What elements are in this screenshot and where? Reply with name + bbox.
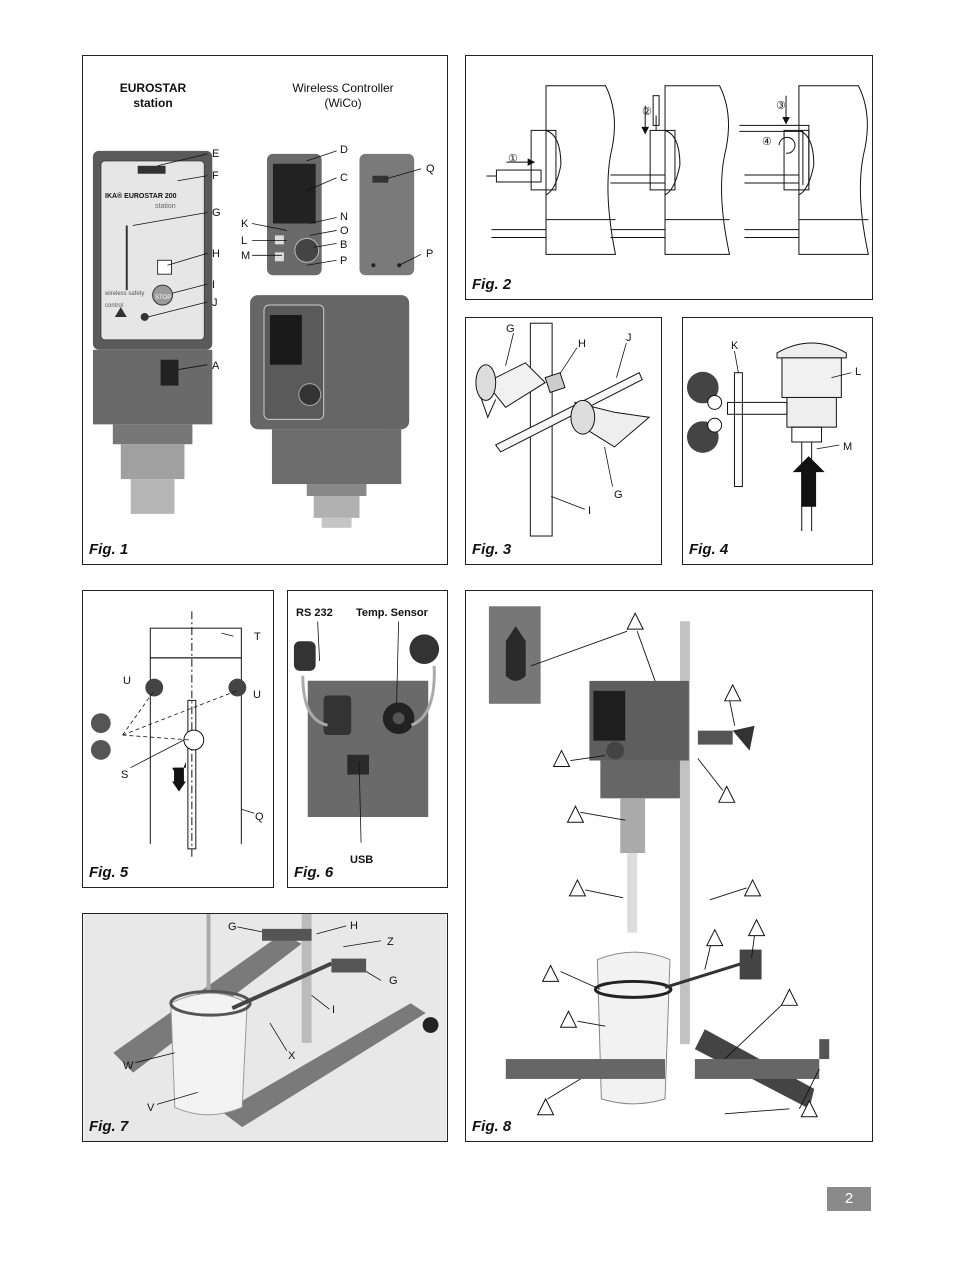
- callout-e: E: [212, 148, 220, 160]
- wico-title-line2: (WiCo): [324, 96, 362, 110]
- callout-q: Q: [426, 163, 435, 175]
- fig7-illustration: [83, 914, 447, 1141]
- callout-l: L: [241, 235, 248, 247]
- fig1-illustration: [92, 150, 422, 528]
- fig5-callout-s: S: [121, 769, 129, 781]
- callout-j: J: [212, 297, 218, 309]
- fig7-callout-i: I: [332, 1004, 336, 1016]
- callout-d: D: [340, 144, 348, 156]
- device-sub: station: [155, 203, 176, 210]
- station-title-line1: EUROSTAR: [119, 81, 187, 95]
- fig7-callout-g: G: [228, 921, 237, 933]
- fig4-callout-m: M: [843, 441, 853, 453]
- fig7-label: Fig. 7: [89, 1118, 129, 1135]
- fig4-callout-l: L: [855, 366, 862, 378]
- station-title: EUROSTAR station: [113, 81, 193, 111]
- fig7-callout-h: H: [350, 920, 358, 932]
- fig7-callout-x: X: [288, 1050, 296, 1062]
- temp-sensor-label: Temp. Sensor: [356, 607, 428, 619]
- callout-i: I: [212, 279, 216, 291]
- step-3: ③: [776, 100, 786, 112]
- fig2-illustration: [486, 85, 869, 255]
- fig3-illustration: [475, 322, 651, 537]
- callout-k: K: [241, 218, 249, 230]
- callout-b: B: [340, 239, 348, 251]
- fig2-label: Fig. 2: [472, 276, 512, 293]
- fig4-illustration: [686, 342, 852, 532]
- fig5-illustration: [90, 611, 255, 859]
- safety-text: wireless safety control: [105, 291, 145, 309]
- station-title-line2: station: [133, 96, 173, 110]
- callout-c: C: [340, 172, 348, 184]
- fig4-label: Fig. 4: [689, 541, 729, 558]
- fig7-callout-g2: G: [389, 975, 398, 987]
- fig3-callout-j: J: [626, 332, 632, 344]
- callout-o: O: [340, 225, 349, 237]
- fig6-label: Fig. 6: [294, 864, 334, 881]
- fig3-callout-i: I: [588, 505, 592, 517]
- rs232-label: RS 232: [296, 607, 333, 619]
- fig3-label: Fig. 3: [472, 541, 512, 558]
- callout-g: G: [212, 207, 221, 219]
- callout-m: M: [241, 250, 251, 262]
- page-number: 2: [827, 1187, 871, 1211]
- fig6-illustration: [293, 621, 440, 843]
- fig4-panel: K L M Fig. 4: [682, 317, 873, 565]
- fig7-callout-v: V: [147, 1102, 155, 1114]
- fig1-label: Fig. 1: [89, 541, 129, 558]
- fig4-callout-k: K: [731, 340, 739, 352]
- fig3-callout-g: G: [506, 323, 515, 335]
- fig6-panel: RS 232 Temp. Sensor USB Fig. 6: [287, 590, 448, 888]
- fig3-callout-g2: G: [614, 489, 623, 501]
- fig3-panel: G H J G I Fig. 3: [465, 317, 662, 565]
- fig8-illustration: [488, 606, 830, 1118]
- fig5-label: Fig. 5: [89, 864, 129, 881]
- callout-p: P: [340, 255, 348, 267]
- fig8-panel: Fig. 8: [465, 590, 873, 1142]
- fig7-callout-z: Z: [387, 936, 394, 948]
- fig5-callout-q: Q: [255, 811, 264, 823]
- wico-title: Wireless Controller (WiCo): [273, 81, 413, 111]
- wico-title-line1: Wireless Controller: [292, 81, 394, 95]
- fig7-callout-w: W: [123, 1060, 134, 1072]
- step-2: ②: [642, 106, 652, 118]
- fig8-label: Fig. 8: [472, 1118, 512, 1135]
- fig2-panel: ① ② ③ ④ Fig. 2: [465, 55, 873, 300]
- fig3-callout-h: H: [578, 338, 586, 350]
- stop-text: STOP: [155, 295, 172, 301]
- callout-h: H: [212, 248, 220, 260]
- callout-a: A: [212, 360, 220, 372]
- step-1: ①: [508, 153, 518, 165]
- fig5-callout-t: T: [254, 631, 261, 643]
- callout-n: N: [340, 211, 348, 223]
- device-brand: IKA® EUROSTAR 200: [105, 193, 177, 200]
- usb-label: USB: [350, 854, 374, 866]
- fig5-panel: T U U S Q Fig. 5: [82, 590, 274, 888]
- fig7-panel: G H Z G I X W V Fig. 7: [82, 913, 448, 1142]
- step-4: ④: [762, 136, 772, 148]
- callout-f: F: [212, 170, 219, 182]
- callout-p2: P: [426, 248, 434, 260]
- fig1-panel: EUROSTAR station Wireless Controller (Wi…: [82, 55, 448, 565]
- fig5-callout-u2: U: [253, 689, 261, 701]
- fig5-callout-u: U: [123, 675, 131, 687]
